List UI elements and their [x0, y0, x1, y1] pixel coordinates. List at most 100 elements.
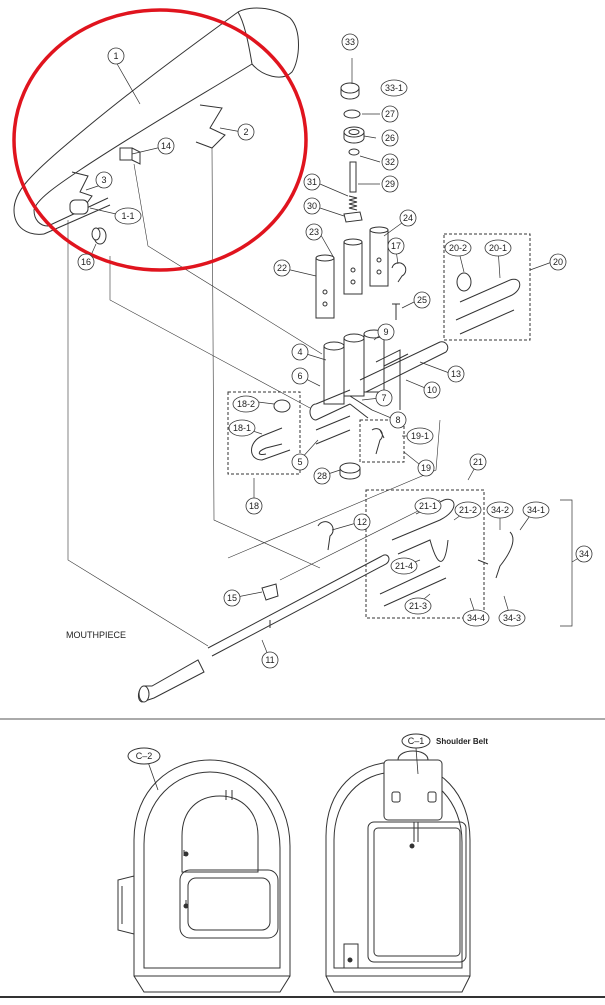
- callout-label: 2: [243, 127, 248, 137]
- valve-block: [323, 329, 385, 405]
- callout-label: 7: [381, 393, 386, 403]
- c1-label: C–1: [408, 736, 425, 746]
- clamp-part-14: [119, 147, 133, 161]
- callout-label: 21-1: [419, 501, 437, 511]
- callout-p3: 3: [95, 171, 113, 189]
- callout-label: 26: [385, 133, 395, 143]
- callout-p18: 18: [245, 497, 263, 515]
- callout-circle: [406, 427, 434, 445]
- callout-p18-2: 18-2: [232, 395, 260, 413]
- callout-p29: 29: [381, 175, 399, 193]
- callout-circle: [291, 367, 309, 385]
- callout-circle: [381, 105, 399, 123]
- slide-19-box: [359, 419, 405, 463]
- clamp-18-2: [273, 399, 291, 413]
- callout-label: 16: [81, 257, 91, 267]
- part-callouts: 1231-114163333-1272632293130232422172520…: [77, 33, 593, 669]
- shoulder-belt-label: Shoulder Belt: [436, 737, 488, 746]
- callout-label: 19-1: [411, 431, 429, 441]
- slide-21-tube: [379, 498, 455, 607]
- callout-circle: [245, 497, 263, 515]
- callout-circle: [353, 513, 371, 531]
- callout-label: 19: [421, 463, 431, 473]
- callout-p34-2: 34-2: [486, 501, 514, 519]
- callout-label: 3: [101, 175, 106, 185]
- callout-label: 9: [383, 327, 388, 337]
- callout-label: 1: [113, 51, 118, 61]
- callout-p30: 30: [303, 197, 321, 215]
- callout-circle: [261, 651, 279, 669]
- callout-label: 10: [427, 385, 437, 395]
- callout-p2: 2: [237, 123, 255, 141]
- mouthpiece-drawing: [137, 659, 205, 703]
- valve-pistons: [315, 226, 389, 319]
- callout-label: 4: [297, 347, 302, 357]
- callout-label: 24: [403, 213, 413, 223]
- callout-p21-3: 21-3: [404, 597, 432, 615]
- callout-p15: 15: [223, 589, 241, 607]
- callout-label: 28: [317, 471, 327, 481]
- callout-label: 34-4: [467, 613, 485, 623]
- brace-part-2: [195, 104, 226, 149]
- callout-p21: 21: [469, 453, 487, 471]
- callout-label: 34-2: [491, 505, 509, 515]
- callout-p1-1: 1-1: [114, 207, 142, 225]
- brace-part-3: [71, 171, 93, 211]
- slide-18-tube: [251, 427, 291, 461]
- callout-circle: [444, 239, 472, 257]
- callout-p9: 9: [377, 323, 395, 341]
- callout-label: 22: [277, 263, 287, 273]
- callout-label: 32: [385, 157, 395, 167]
- callout-circle: [404, 597, 432, 615]
- callout-label: 34-3: [503, 613, 521, 623]
- callout-circle: [469, 453, 487, 471]
- callout-label: 25: [417, 295, 427, 305]
- highlight-ellipse: [12, 8, 308, 272]
- callout-circle: [454, 501, 482, 519]
- callout-p34-1: 34-1: [522, 501, 550, 519]
- callout-p13: 13: [447, 365, 465, 383]
- callout-label: 8: [395, 415, 400, 425]
- callout-circle: [377, 323, 395, 341]
- callout-label: 20: [553, 257, 563, 267]
- callout-circle: [380, 79, 408, 97]
- callout-circle: [273, 259, 291, 277]
- callout-p33: 33: [341, 33, 359, 51]
- callout-p19: 19: [417, 459, 435, 477]
- callout-label: 20-2: [449, 243, 467, 253]
- callout-circle: [484, 239, 512, 257]
- callout-label: 27: [385, 109, 395, 119]
- callout-label: 5: [297, 457, 302, 467]
- callout-label: 29: [385, 179, 395, 189]
- callout-label: 13: [451, 369, 461, 379]
- callout-circle: [549, 253, 567, 271]
- ring-28: [339, 462, 361, 474]
- callout-label: 6: [297, 371, 302, 381]
- callout-label: 23: [309, 227, 319, 237]
- callout-label: 1-1: [121, 211, 134, 221]
- callout-p7: 7: [375, 389, 393, 407]
- callout-p6: 6: [291, 367, 309, 385]
- callout-circle: [447, 365, 465, 383]
- connector-1-1: [69, 199, 89, 215]
- callout-label: 34-1: [527, 505, 545, 515]
- washer-32: [348, 148, 360, 156]
- callout-p22: 22: [273, 259, 291, 277]
- callout-circle: [95, 171, 113, 189]
- callout-circle: [237, 123, 255, 141]
- callout-p12: 12: [353, 513, 371, 531]
- callout-p26: 26: [381, 129, 399, 147]
- callout-p27: 27: [381, 105, 399, 123]
- ring-26: [343, 126, 365, 138]
- callout-circle: [381, 175, 399, 193]
- callout-label: 21-4: [395, 561, 413, 571]
- callout-circle: [291, 343, 309, 361]
- mouthpiece-label: MOUTHPIECE: [66, 630, 126, 640]
- callout-label: 20-1: [489, 243, 507, 253]
- clamp-15: [261, 583, 279, 601]
- callout-circle: [522, 501, 550, 519]
- callout-circle: [341, 33, 359, 51]
- callout-p20-1: 20-1: [484, 239, 512, 257]
- callout-circle: [423, 381, 441, 399]
- c2-label-oval: [127, 747, 161, 765]
